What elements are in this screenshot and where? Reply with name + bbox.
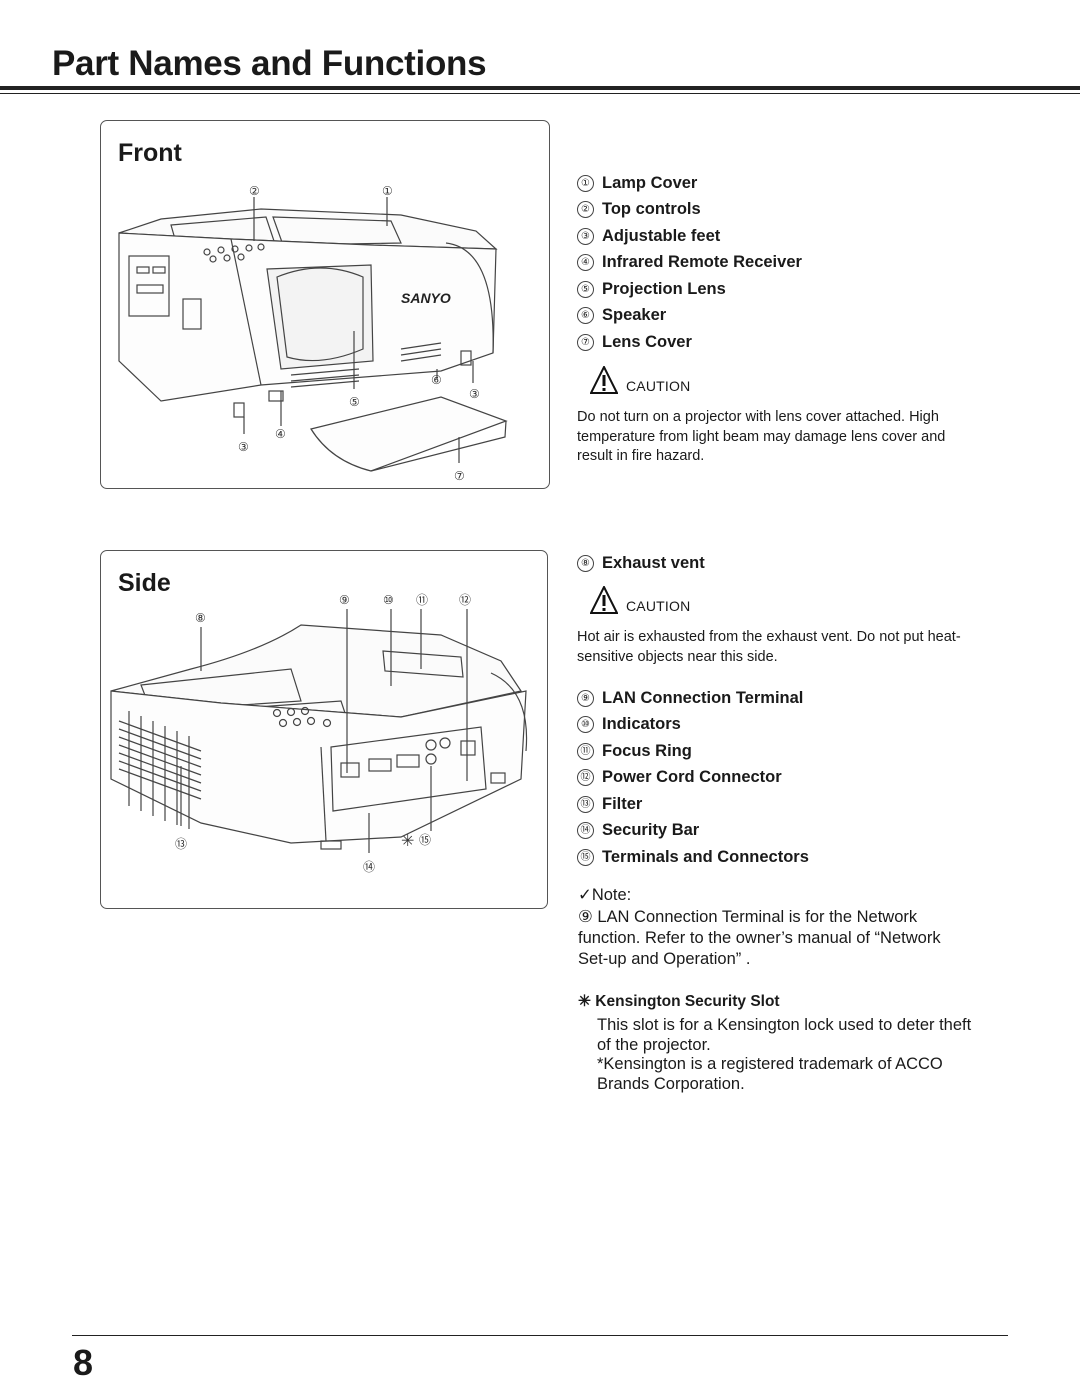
front-parts-list: ① Lamp Cover ② Top controls ③ Adjustable fe…: [577, 170, 802, 356]
list-item: ⑥ Speaker: [577, 303, 802, 330]
item-label: Lamp Cover: [602, 173, 698, 192]
list-item: ⑤ Projection Lens: [577, 276, 802, 303]
side-caution-text: Hot air is exhausted from the exhaust ve…: [577, 629, 961, 665]
footer-rule: [72, 1335, 1008, 1336]
side-caution: CAUTION: [590, 586, 690, 614]
list-item: ③ Adjustable feet: [577, 223, 802, 250]
callout-3-right: ③: [469, 387, 480, 401]
list-item: ② Top controls: [577, 197, 802, 224]
item-number: ⑦: [577, 333, 594, 351]
item-label: Indicators: [602, 715, 681, 734]
callout-15: ⑮: [419, 833, 431, 847]
item-number: ⑫: [577, 769, 594, 787]
front-caution-text: Do not turn on a projector with lens cov…: [577, 409, 946, 464]
item-label: Speaker: [602, 306, 667, 325]
item-number: ②: [577, 201, 594, 219]
callout-5: ⑤: [349, 395, 360, 409]
warning-icon: [590, 366, 618, 394]
callout-12: ⑫: [459, 593, 471, 607]
warning-icon: [590, 586, 618, 614]
list-item: ⑦ Lens Cover: [577, 329, 802, 356]
item-label: Projection Lens: [602, 279, 726, 298]
item-label: Top controls: [602, 200, 701, 219]
item-label: LAN Connection Terminal: [602, 688, 804, 707]
item-number: ④: [577, 254, 594, 272]
item-number: ⑤: [577, 280, 594, 298]
kensington-description: This slot is for a Kensington lock used …: [597, 1016, 972, 1054]
front-projector-illustration: SANYO ② ① ⑥ ③ ⑤ ④ ③ ⑦: [118, 184, 508, 483]
item-label: Lens Cover: [602, 332, 692, 351]
list-item: ⑩ Indicators: [577, 712, 809, 739]
callout-14: ⑭: [363, 860, 375, 874]
note-text: ⑨ LAN Connection Terminal is for the Net…: [578, 908, 941, 968]
front-figure-panel: Front: [100, 120, 550, 489]
side-projector-illustration: ⑨ ⑩ ⑪ ⑫ ⑧ ⑬ ⑭ ⑮ ✳: [110, 593, 528, 874]
list-item: ⑬ Filter: [577, 791, 809, 818]
item-number: ⑭: [577, 822, 594, 840]
item-number: ⑧: [577, 555, 594, 572]
side-parts-list: ⑨ LAN Connection Terminal ⑩ Indicators ⑪ Fo…: [577, 685, 809, 871]
callout-3-left: ③: [238, 440, 249, 454]
caution-label: CAUTION: [626, 598, 691, 614]
title-rule-thin: [0, 93, 1080, 94]
side-figure-panel: Side: [100, 550, 548, 909]
callout-6: ⑥: [431, 373, 442, 387]
kensington-asterisk-callout: ✳: [401, 831, 414, 850]
callout-7: ⑦: [454, 469, 465, 483]
sanyo-logo: SANYO: [401, 290, 451, 306]
item-number: ③: [577, 227, 594, 245]
note-label: ✓Note:: [578, 886, 632, 904]
list-item: ④ Infrared Remote Receiver: [577, 250, 802, 277]
item-number: ⑨: [577, 689, 594, 707]
page-title: Part Names and Functions: [52, 44, 487, 83]
kensington-title: ✳ Kensington Security Slot: [578, 993, 780, 1010]
item-number: ⑪: [577, 742, 594, 760]
item-label: Terminals and Connectors: [602, 847, 809, 866]
front-panel-title: Front: [118, 139, 182, 167]
caution-label: CAUTION: [626, 378, 691, 394]
list-item: ⑭ Security Bar: [577, 818, 809, 845]
list-item: ⑪ Focus Ring: [577, 738, 809, 765]
list-item: ⑫ Power Cord Connector: [577, 765, 809, 792]
callout-2: ②: [249, 184, 260, 198]
item-number: ⑮: [577, 848, 594, 866]
item-label: Filter: [602, 794, 643, 813]
list-item: ⑧ Exhaust vent: [577, 553, 705, 574]
item-label: Adjustable feet: [602, 226, 721, 245]
item-number: ①: [577, 174, 594, 192]
item-number: ⑩: [577, 716, 594, 734]
title-rule-thick: [0, 86, 1080, 90]
list-item: ① Lamp Cover: [577, 170, 802, 197]
callout-1: ①: [382, 184, 393, 198]
exhaust-list: ⑧ Exhaust vent: [577, 553, 705, 574]
page-number: 8: [73, 1342, 94, 1383]
side-panel-title: Side: [118, 569, 171, 597]
list-item: ⑮ Terminals and Connectors: [577, 844, 809, 871]
callout-9: ⑨: [339, 593, 350, 607]
callout-11: ⑪: [416, 593, 428, 607]
kensington-trademark: *Kensington is a registered trademark of…: [597, 1055, 943, 1093]
item-label: Infrared Remote Receiver: [602, 253, 802, 272]
item-number: ⑥: [577, 307, 594, 325]
callout-13: ⑬: [175, 837, 187, 851]
item-label: Power Cord Connector: [602, 768, 782, 787]
front-caution: CAUTION: [590, 366, 690, 394]
kensington-text: This slot is for a Kensington lock used …: [597, 1016, 987, 1094]
item-label: Security Bar: [602, 821, 700, 840]
item-label: Focus Ring: [602, 741, 692, 760]
item-label: Exhaust vent: [602, 554, 705, 572]
callout-10: ⑩: [383, 593, 394, 607]
callout-4: ④: [275, 427, 286, 441]
callout-8: ⑧: [195, 611, 206, 625]
item-number: ⑬: [577, 795, 594, 813]
list-item: ⑨ LAN Connection Terminal: [577, 685, 809, 712]
